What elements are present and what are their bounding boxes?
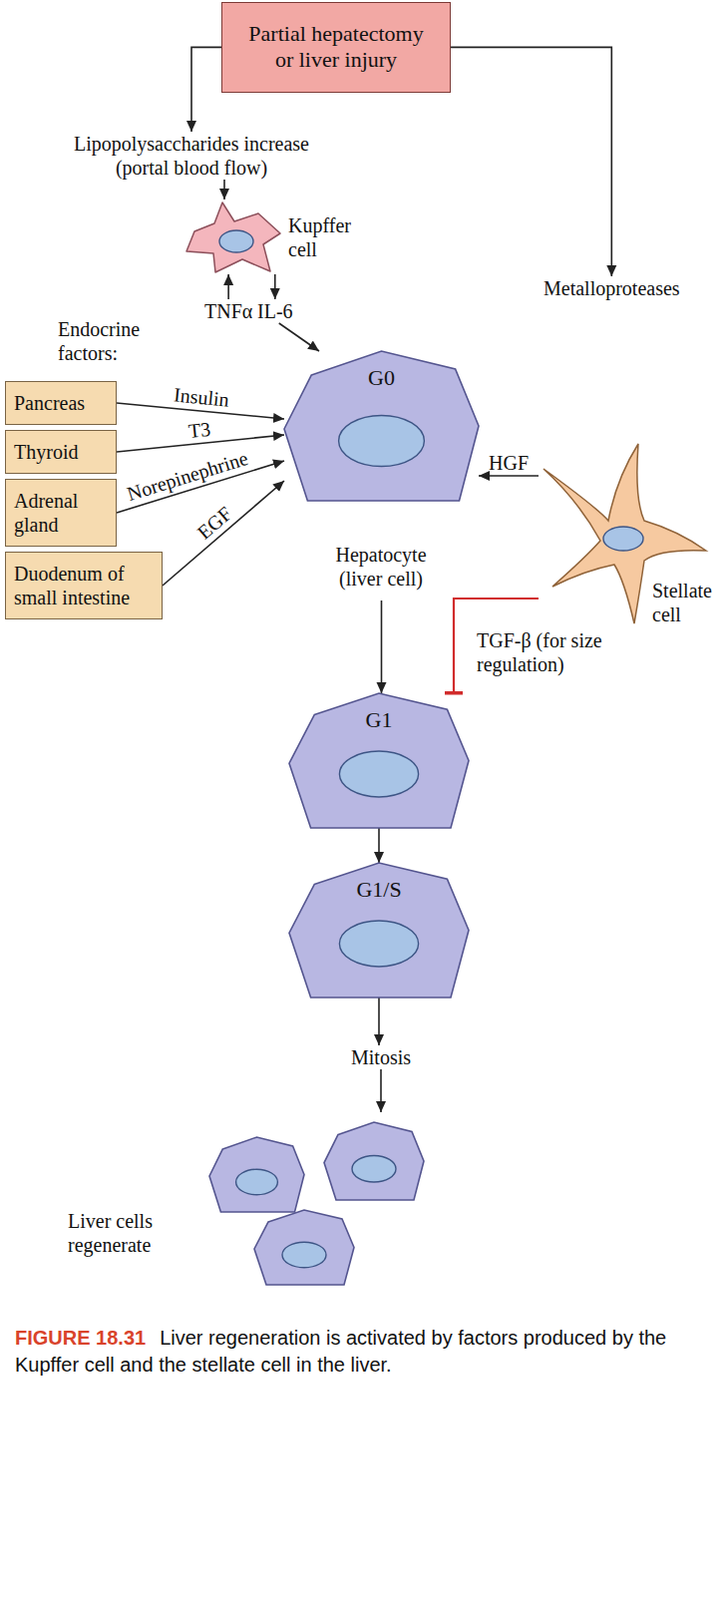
cell-body [324,1121,424,1200]
arrow-connector [380,600,383,694]
node-label: Pancreas [13,390,108,415]
arrow-connector [377,997,380,1046]
cell-body [289,693,469,828]
enzyme-text: Metalloproteases [543,276,681,301]
text-holder: Liver cells regenerate [67,1208,188,1257]
cell-drawing [184,199,285,275]
cell-nucleus [339,750,418,797]
node-label: Metalloproteases [543,276,681,301]
cell-nucleus [352,1155,396,1183]
arrow-connector [377,827,380,863]
cell-nucleus [339,920,418,967]
cell-nucleus [282,1241,327,1268]
text-holder: Hepatocyte (liver cell) [321,542,441,591]
arrow-connector [227,274,230,300]
signal-label: T3 [186,416,212,443]
node-label: G1 [289,707,469,733]
cell-body [209,1136,305,1212]
regenerated-cells: Liver cells regenerate [59,1111,429,1287]
node-label: Kupffer cell [288,213,361,262]
arrow-connector [223,179,226,200]
hepatocyte-cell [289,693,469,828]
signal-label: TGF-β (for size regulation) [476,628,627,677]
organ-box: Pancreas [4,380,117,425]
text-holder: G0 [284,364,479,391]
text-holder: G1 [289,707,469,733]
signal-label: Norepinephrine [124,445,252,506]
node-label: Thyroid [13,439,108,464]
cell-drawing [59,1111,429,1287]
node-label: Adrenal gland [13,488,108,537]
arrow-connector [379,1069,382,1112]
hepatocyte-cell [209,1136,305,1212]
cell-body [284,351,479,501]
node-label: Partial hepatectomy or liver injury [242,20,430,74]
organ-box: Adrenal gland [4,478,117,547]
signal-label: HGF [488,450,529,475]
arrow-connector [478,474,539,477]
text-holder: G1/S [289,876,469,903]
hepatocyte-cell [289,862,469,998]
stimulus-text: Lipopolysaccharides increase (portal blo… [46,131,337,180]
arrow-connector [450,46,612,277]
cell-nucleus [339,415,425,467]
hepatocyte-cell [324,1121,424,1200]
hepatocyte-g0: G0Hepatocyte (liver cell) [284,351,479,601]
cytokine-text: TNFα [204,299,253,324]
hepatocyte-g1s: G1/S [289,862,469,998]
node-label: Liver cells regenerate [67,1208,188,1257]
cell-nucleus [603,526,644,551]
node-label: G0 [284,364,479,391]
cell-body [254,1209,355,1285]
caption-block: FIGURE 18.31Liver regeneration is activa… [14,1324,714,1379]
figure-number: FIGURE 18.31 [14,1326,146,1349]
stage-text: Mitosis [351,1045,411,1070]
signal-label: EGF [192,500,237,544]
node-label: Hepatocyte (liver cell) [321,542,441,591]
cytokine-text: IL-6 [257,299,294,324]
cell-body [186,202,281,273]
node-label: Lipopolysaccharides increase (portal blo… [46,131,337,180]
node-label: IL-6 [257,299,294,324]
cell-body [289,862,469,998]
text-holder: Kupffer cell [288,213,361,262]
cell-nucleus [219,230,254,253]
text-holder: Stellate cell [652,578,717,627]
kupffer-cell [186,202,281,273]
node-label: TNFα [204,299,253,324]
stellate-cell-node: Stellate cell [538,438,719,634]
node-label: Duodenum of small intestine [13,561,154,610]
injury-box: Partial hepatectomy or liver injury [221,1,451,93]
signal-label: Insulin [173,381,232,411]
node-label: Stellate cell [652,578,717,627]
hepatocyte-cell [254,1209,355,1285]
arrow-connector [279,323,320,352]
node-label: Mitosis [351,1045,411,1070]
kupffer-cell-node: Kupffer cell [184,199,364,275]
arrow-connector [274,274,277,300]
arrow-connector [162,480,285,586]
organ-box: Thyroid [4,429,117,474]
hepatocyte-g1: G1 [289,693,469,828]
node-label: G1/S [289,876,469,903]
cell-nucleus [236,1168,279,1195]
hepatocyte-cell [284,351,479,501]
organ-box: Duodenum of small intestine [4,551,163,620]
group-heading: Endocrine factors: [57,317,158,365]
arrow-connector [191,46,222,132]
